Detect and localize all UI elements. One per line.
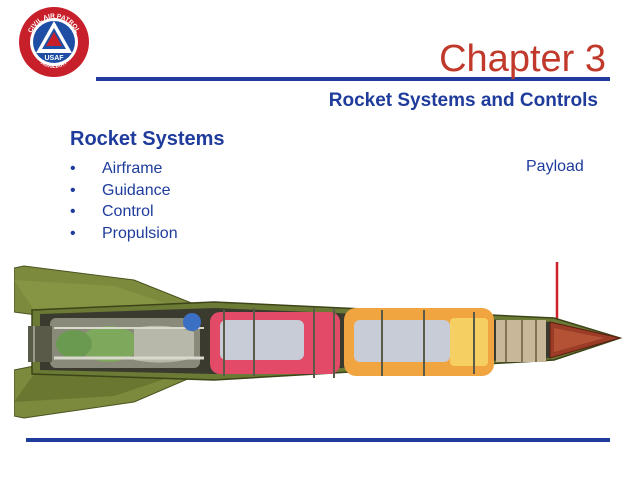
rocket-cutaway-illustration xyxy=(14,262,623,419)
bullet-item: • Airframe xyxy=(70,158,178,180)
header-rule xyxy=(96,77,610,81)
bullet-icon: • xyxy=(70,160,76,177)
logo-center-text: USAF xyxy=(44,55,64,62)
bullet-item: • Control xyxy=(70,201,178,223)
bullet-icon: • xyxy=(70,224,76,242)
footer-rule xyxy=(26,438,610,442)
bullet-text: Guidance xyxy=(102,181,171,199)
bullet-icon: • xyxy=(70,181,76,199)
payload-label: Payload xyxy=(526,158,584,175)
chapter-title: Chapter 3 xyxy=(439,38,606,80)
bullet-list: • Airframe • Guidance • Control • Propulsion xyxy=(70,158,178,244)
slide-subtitle: Rocket Systems and Controls xyxy=(328,90,598,111)
bullet-text: Control xyxy=(102,203,154,220)
engine-chamber xyxy=(79,326,139,362)
airframe-ribs xyxy=(223,308,475,378)
guidance-compartment xyxy=(496,320,546,362)
logo-bottom-text: AUXILIARY xyxy=(39,60,69,70)
bullet-icon: • xyxy=(70,203,76,220)
svg-text:AUXILIARY: AUXILIARY xyxy=(39,60,69,70)
valve-sphere xyxy=(183,313,201,331)
bullet-item: • Propulsion xyxy=(70,223,178,245)
bullet-text: Airframe xyxy=(102,160,163,177)
section-heading: Rocket Systems xyxy=(70,128,225,150)
bullet-item: • Guidance xyxy=(70,180,178,202)
civil-air-patrol-logo: CIVIL AIR PATROL USAF AUXILIARY xyxy=(19,7,89,77)
bullet-text: Propulsion xyxy=(102,224,178,242)
